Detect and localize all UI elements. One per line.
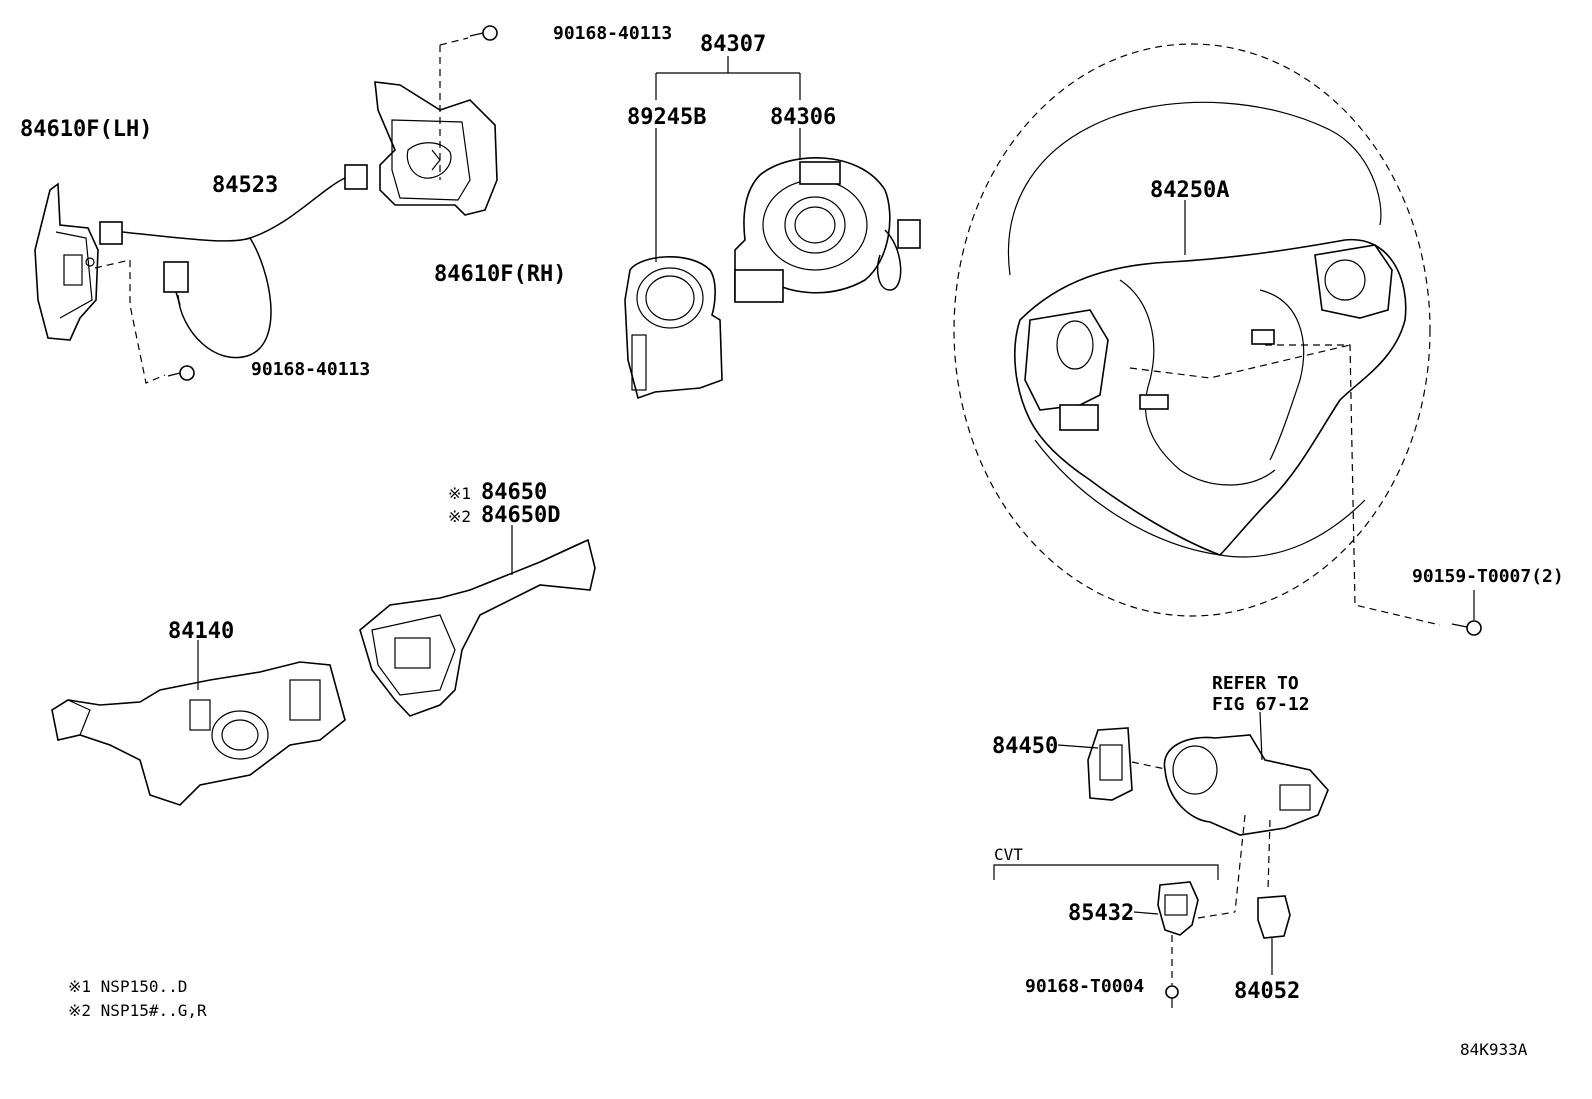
label-84052: 84052 [1234, 979, 1300, 1004]
label-84250A: 84250A [1150, 178, 1229, 203]
wire-harness-84523 [99, 164, 368, 359]
label-84650: 84650 [481, 480, 547, 505]
mark-1: ※1 [448, 484, 471, 503]
switch-85432 [1157, 881, 1199, 936]
screw-t0004 [1165, 985, 1179, 1008]
label-90168-T0004: 90168-T0004 [1025, 976, 1144, 997]
figure-id: 84K933A [1460, 1040, 1528, 1059]
rh-steering-switch [374, 81, 498, 216]
ignition-cylinder [1163, 734, 1329, 836]
label-84610F-LH: 84610F(LH) [20, 117, 152, 142]
label-89245B: 89245B [627, 105, 706, 130]
label-84140: 84140 [168, 619, 234, 644]
spiral-cable-bracket [655, 56, 801, 100]
label-84650D: 84650D [481, 503, 560, 528]
note-2: ※2 NSP15#..G,R [68, 1001, 207, 1020]
switch-84450 [1087, 727, 1133, 801]
label-screw-top: 90168-40113 [553, 23, 672, 44]
lh-steering-switch [34, 182, 99, 341]
screw-top [469, 25, 498, 41]
steering-wheel [953, 43, 1431, 617]
combination-switch-84140 [51, 661, 346, 806]
bolt-90159 [1451, 620, 1482, 636]
label-refer-line2: FIG 67-12 [1212, 694, 1310, 715]
screw-bottom [167, 365, 195, 381]
label-90159: 90159-T0007(2) [1412, 566, 1564, 587]
note-1: ※1 NSP150..D [68, 977, 187, 996]
label-84523: 84523 [212, 173, 278, 198]
label-84610F-RH: 84610F(RH) [434, 262, 566, 287]
label-screw-bottom: 90168-40113 [251, 359, 370, 380]
label-84307: 84307 [700, 32, 766, 57]
label-84306: 84306 [770, 105, 836, 130]
label-refer-line1: REFER TO [1212, 673, 1299, 694]
label-85432: 85432 [1068, 901, 1134, 926]
spiral-cable-84306 [734, 157, 921, 303]
wiper-switch-84650 [359, 538, 596, 717]
label-84450: 84450 [992, 734, 1058, 759]
switch-84052 [1257, 895, 1291, 939]
steering-sensor-89245B [624, 256, 723, 400]
mark-2: ※2 [448, 507, 471, 526]
label-cvt: CVT [994, 845, 1023, 864]
